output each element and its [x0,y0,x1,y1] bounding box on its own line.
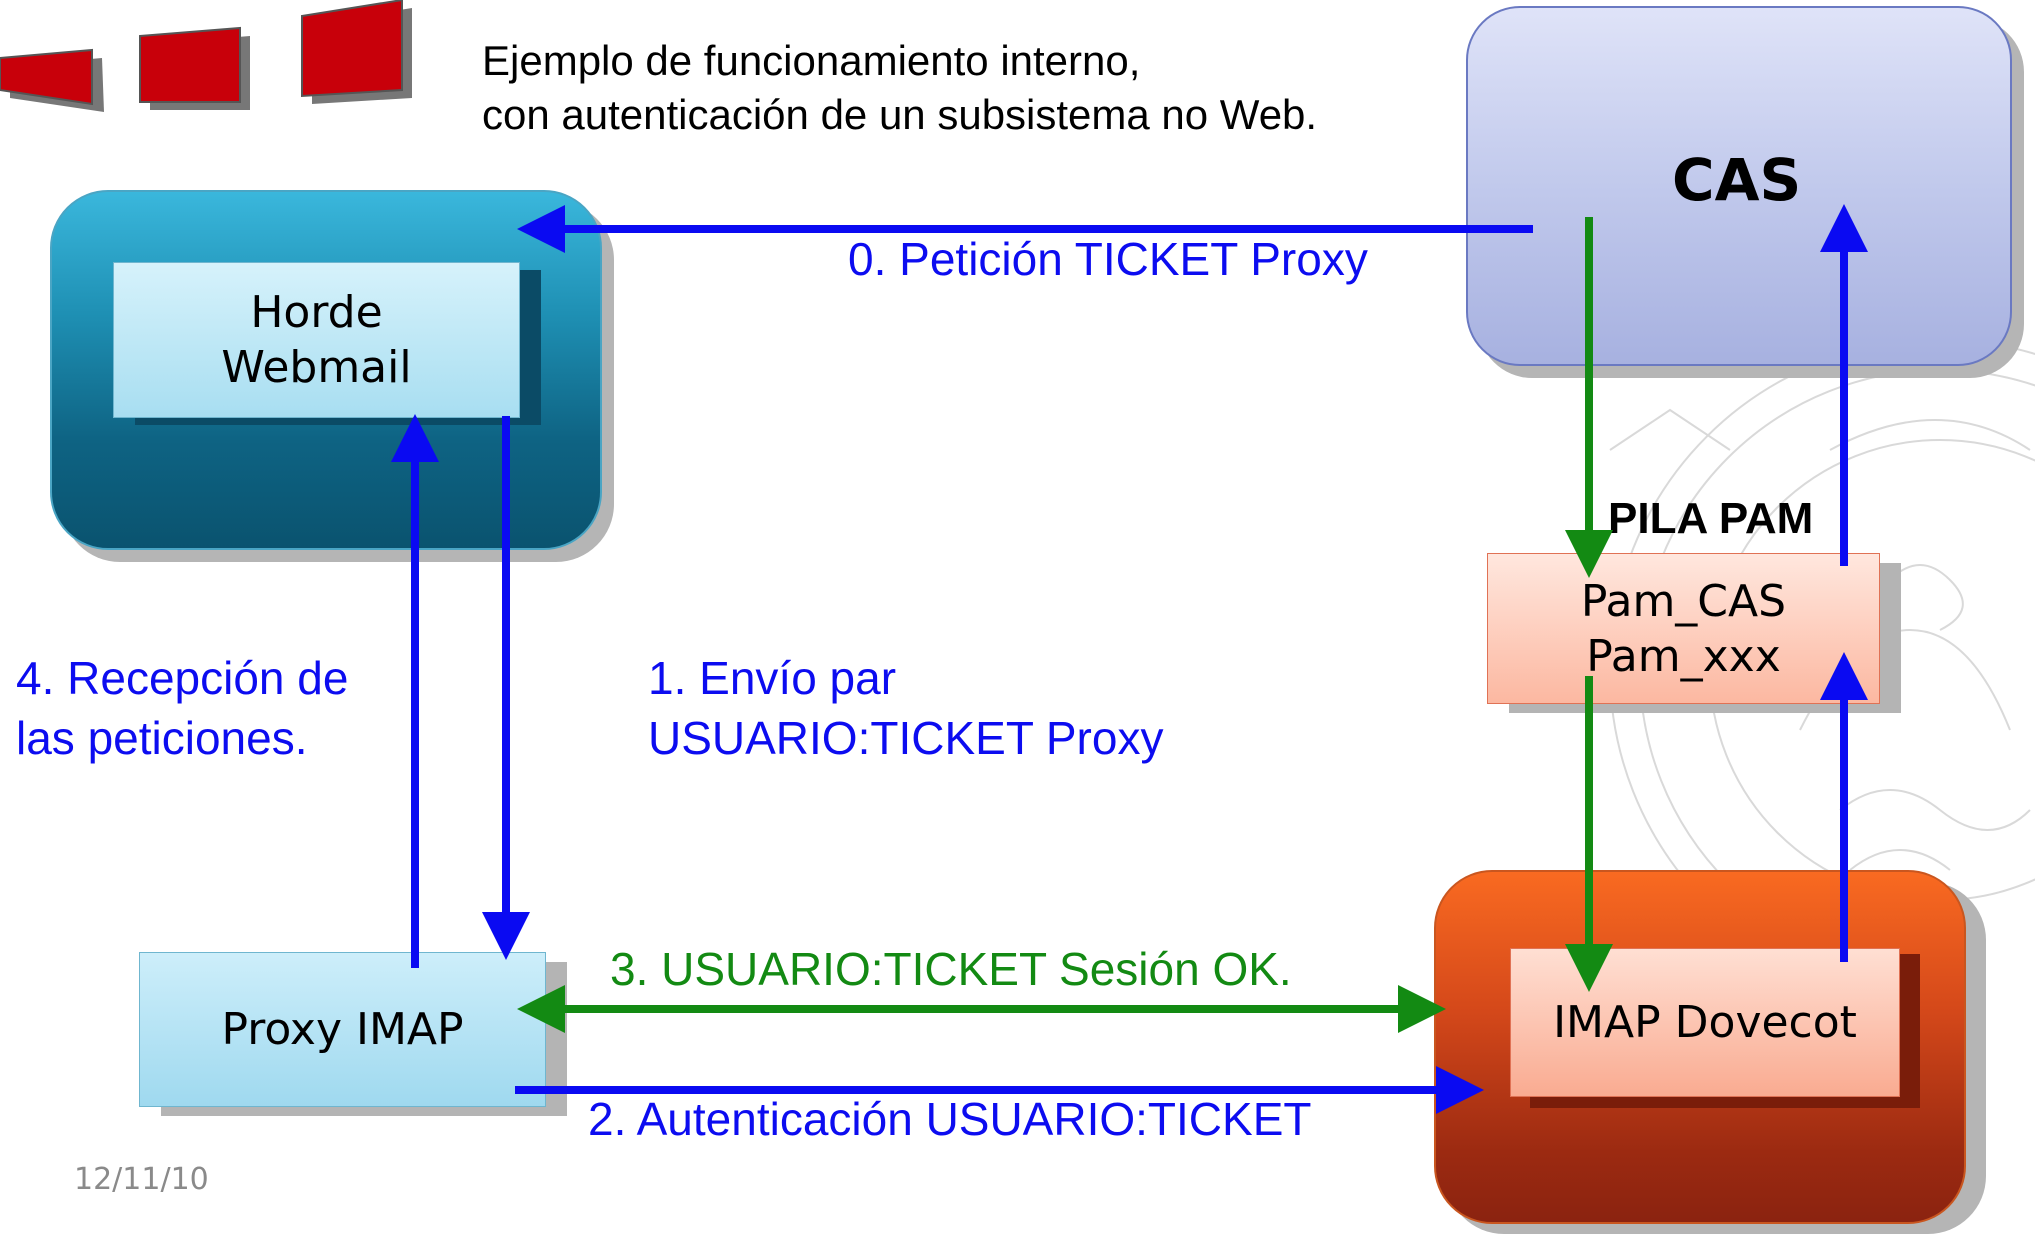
logo-bar-2 [139,26,250,110]
pila-pam-label: PILA PAM [1608,494,1814,543]
header-line2: con autenticación de un subsistema no We… [482,91,1318,138]
header-title: Ejemplo de funcionamiento interno, con a… [482,34,1317,142]
step3-label: 3. USUARIO:TICKET Sesión OK. [610,943,1292,995]
logo-shapes [0,0,412,112]
step4-label-line2: las peticiones. [16,712,308,764]
step1-label-line2: USUARIO:TICKET Proxy [648,712,1164,764]
horde-webmail-node: Horde Webmail [113,262,520,418]
horde-label-line1: Horde [250,287,383,338]
cas-container [1466,6,2012,366]
proxy-imap-node: Proxy IMAP [139,952,546,1107]
footer-date: 12/11/10 [74,1162,209,1197]
step4-label-line1: 4. Recepción de [16,652,349,704]
logo-bar-1 [0,48,104,112]
pam-label-line2: Pam_xxx [1586,630,1781,682]
pam-node: Pam_CAS Pam_xxx [1487,553,1880,704]
step1-label-line1: 1. Envío par [648,652,897,704]
proxy-imap-label: Proxy IMAP [221,1004,464,1055]
cas-label: CAS [1672,146,1802,214]
header-line1: Ejemplo de funcionamiento interno, [482,37,1141,84]
step2-label: 2. Autenticación USUARIO:TICKET [588,1093,1312,1145]
step1-label: 1. Envío par USUARIO:TICKET Proxy [648,648,1163,768]
pam-label-line1: Pam_CAS [1580,575,1787,627]
step4-label: 4. Recepción de las peticiones. [16,648,348,768]
logo-bar-3 [301,0,412,104]
step0-label: 0. Petición TICKET Proxy [848,233,1368,285]
imap-dovecot-label: IMAP Dovecot [1553,997,1857,1048]
horde-label-line2: Webmail [221,342,412,393]
